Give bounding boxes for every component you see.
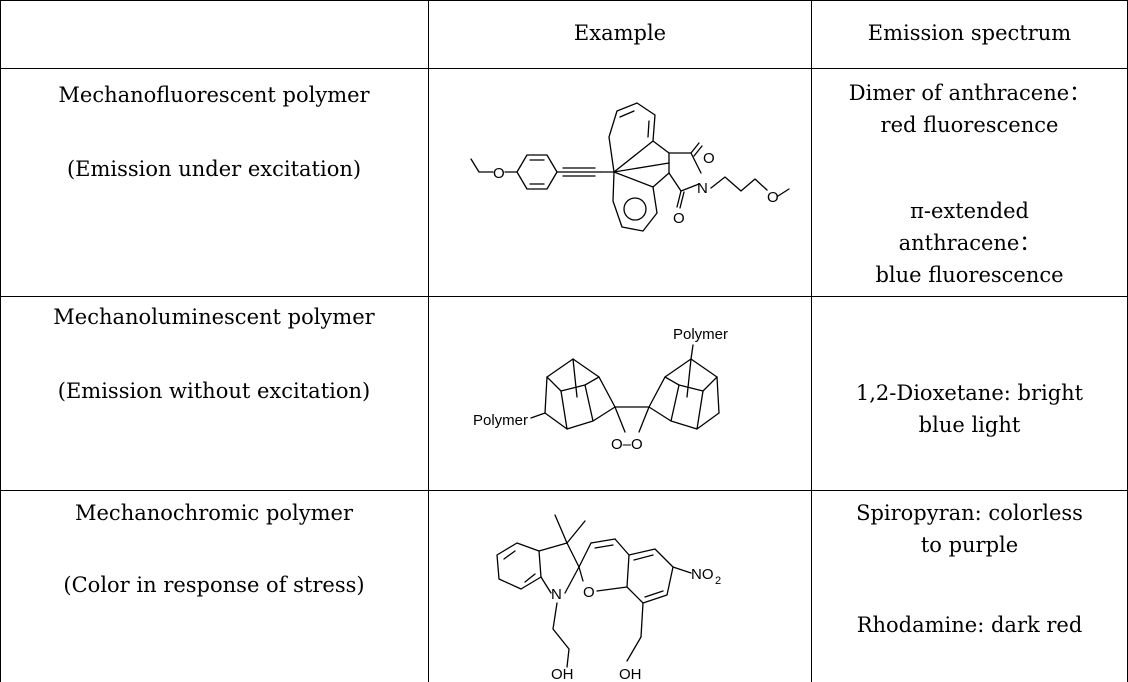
anthracene-maleimide-structure: O O N O O bbox=[470, 102, 790, 232]
row-3-emission-line-2: to purple bbox=[920, 533, 1019, 557]
header-divider bbox=[0, 68, 1128, 69]
structure-label: Polymer bbox=[673, 326, 728, 343]
structure-label: O bbox=[673, 210, 685, 227]
structure-label: O bbox=[767, 189, 779, 206]
table-border-left bbox=[0, 0, 1, 682]
row-3-name: Mechanochromic polymer bbox=[75, 501, 353, 525]
table-border-top bbox=[0, 0, 1128, 1]
row-1-emission-line-2: red fluorescence bbox=[880, 113, 1059, 137]
structure-label: O bbox=[493, 165, 505, 182]
row-3-emission-line-3: Rhodamine: dark red bbox=[856, 613, 1083, 637]
structure-label: 2 bbox=[715, 575, 721, 587]
structure-label: OH bbox=[619, 666, 642, 682]
row-2-description: (Emission without excitation) bbox=[57, 379, 371, 403]
row-divider-1 bbox=[0, 296, 1128, 297]
row-2-emission-line-2: blue light bbox=[918, 413, 1021, 437]
row-divider-2 bbox=[0, 490, 1128, 491]
adamantylidene-dioxetane-structure: Polymer Polymer O–O bbox=[473, 326, 728, 453]
row-2-emission-line-1: 1,2-Dioxetane: bright bbox=[855, 381, 1084, 405]
structure-label: OH bbox=[551, 666, 574, 682]
row-1-emission-line-3: π-extended bbox=[910, 199, 1029, 223]
row-1-emission-line-1: Dimer of anthracene： bbox=[848, 81, 1091, 105]
row-1-emission-line-5: blue fluorescence bbox=[875, 263, 1064, 287]
column-divider-1 bbox=[428, 0, 429, 682]
row-2-name: Mechanoluminescent polymer bbox=[53, 305, 375, 329]
column-divider-2 bbox=[811, 0, 812, 682]
header-emission-spectrum: Emission spectrum bbox=[867, 21, 1072, 45]
row-1-name: Mechanofluorescent polymer bbox=[58, 83, 370, 107]
structure-label: NO bbox=[691, 566, 714, 583]
structure-label: Polymer bbox=[473, 412, 528, 429]
structure-label: O bbox=[703, 150, 715, 167]
structure-label: O–O bbox=[611, 436, 643, 453]
row-3-emission-line-1: Spiropyran: colorless bbox=[856, 501, 1083, 525]
structure-label: N bbox=[551, 586, 562, 603]
row-3-description: (Color in response of stress) bbox=[63, 573, 365, 597]
header-example: Example bbox=[573, 21, 667, 45]
row-1-description: (Emission under excitation) bbox=[66, 157, 362, 181]
spiropyran-structure: N OH O NO 2 OH bbox=[496, 514, 721, 682]
row-1-emission-line-4: anthracene： bbox=[898, 231, 1041, 255]
structure-label: O bbox=[583, 584, 595, 601]
structure-label: N bbox=[697, 180, 708, 197]
